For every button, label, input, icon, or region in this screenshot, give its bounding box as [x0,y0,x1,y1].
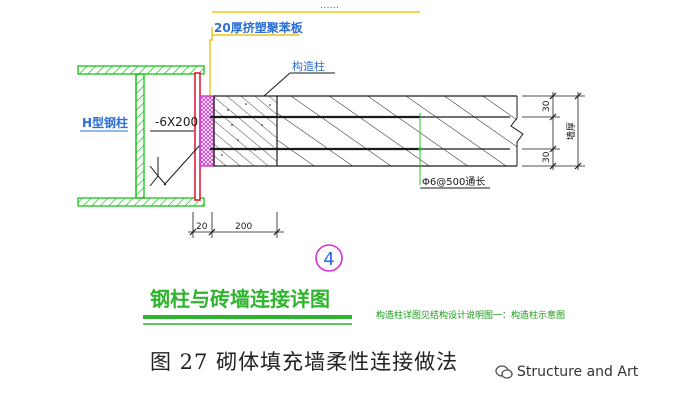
dim-width: 200 [235,222,252,232]
right-dimensions: 30 30 墙厚 [522,92,585,170]
column-label: 构造柱 [292,59,325,73]
dim-gap: 20 [196,222,208,232]
insulation-label: 20厚挤塑聚苯板 [214,20,304,35]
detail-note: 构造柱详图见结构设计说明图一：构造柱示意图 [376,309,565,321]
dim-right-bottom: 30 [542,151,552,163]
top-leader: ...... [212,0,420,13]
top-partial-label: ...... [320,0,339,11]
h-steel-label: H型钢柱 [82,115,128,130]
detail-title: 钢柱与砖墙连接详图 [150,287,330,311]
dim-right-top: 30 [542,100,552,112]
plate-callout: -6X200 [149,115,201,187]
insulation-board [199,95,215,167]
plate-label: -6X200 [155,115,198,129]
detail-title-block: 钢柱与砖墙连接详图 [143,287,352,325]
rebar-label: Φ6@500通长 [422,176,485,188]
brick-wall [277,95,524,167]
detail-number: 4 [323,249,334,270]
wechat-icon [495,365,513,379]
rebar [210,113,510,185]
insulation-leader: 20厚挤塑聚苯板 [209,20,304,97]
bottom-dimensions: 20 200 [188,212,284,238]
steel-plate [194,72,201,201]
rebar-callout: Φ6@500通长 [420,176,490,189]
watermark: Structure and Art [495,364,638,380]
watermark-text: Structure and Art [517,364,639,380]
constructional-column [213,95,278,167]
detail-index: 4 [315,244,343,272]
figure-caption: 图 27 砌体填充墙柔性连接做法 [150,350,459,374]
h-steel-column: H型钢柱 [77,65,205,207]
dim-right-total: 墙厚 [565,122,577,140]
column-callout: 构造柱 [263,59,335,97]
